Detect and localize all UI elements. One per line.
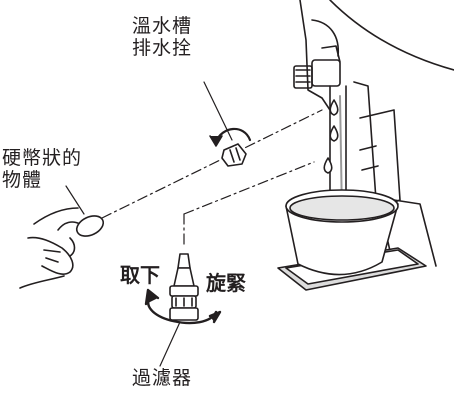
drain-plug-label: 溫水槽 排水拴 (132, 15, 193, 60)
rotate-both-arrow-icon (144, 288, 222, 325)
drain-cap (221, 143, 247, 167)
water-drop-icon (323, 99, 339, 174)
water-bowl (285, 189, 399, 276)
filter-label: 過濾器 (132, 367, 193, 389)
tighten-label: 旋緊 (206, 271, 246, 295)
filter-part (169, 253, 199, 321)
coin-object-label-line1: 硬幣狀的 (2, 147, 83, 169)
drain-plug-label-line1: 溫水槽 (132, 15, 193, 37)
remove-label: 取下 (120, 263, 160, 287)
drain-plug-label-line2: 排水拴 (132, 36, 193, 59)
rotate-ccw-arrow-icon (209, 127, 252, 147)
coin-object-label-line2: 物體 (2, 168, 43, 191)
leader-lines (65, 81, 233, 367)
hand-with-coin (19, 207, 105, 289)
coin-object-label: 硬幣狀的 物體 (2, 147, 83, 192)
alignment-lines (101, 109, 323, 247)
